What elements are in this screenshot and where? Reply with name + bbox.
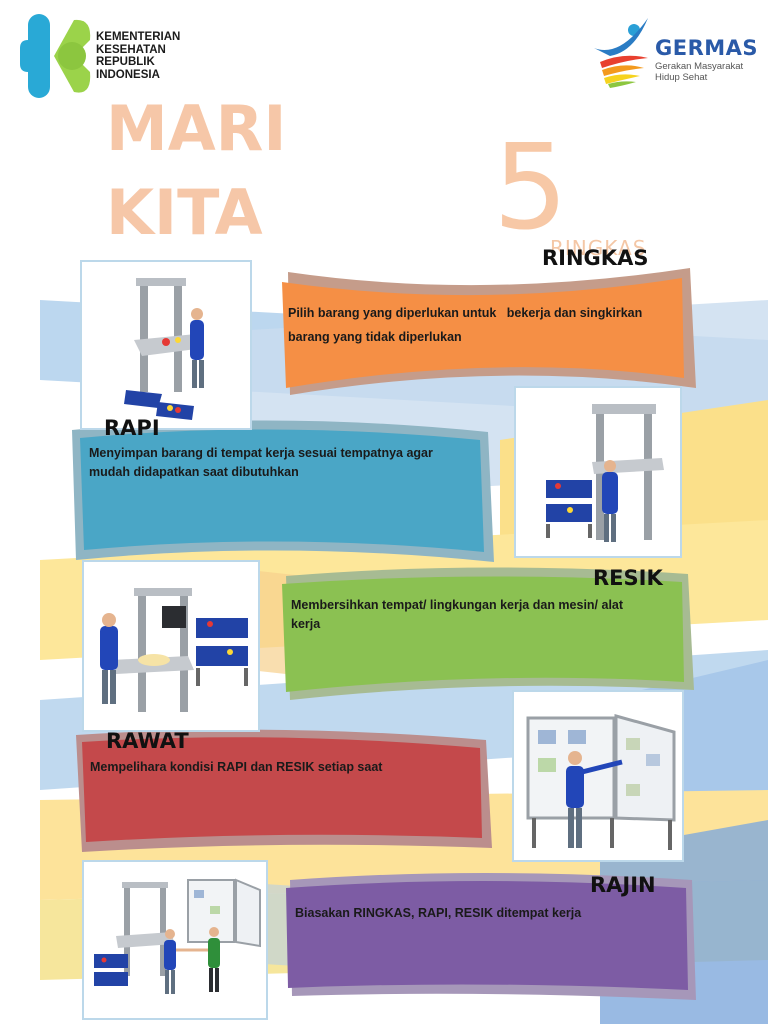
germas-logo-icon bbox=[594, 18, 648, 88]
headline-mari: MARI bbox=[106, 92, 287, 165]
germas-subtitle-line: Gerakan Masyarakat bbox=[655, 61, 744, 72]
illustration-rawat bbox=[512, 690, 684, 862]
illustration-resik bbox=[82, 560, 260, 732]
step-description-resik: Membersihkan tempat/ lingkungan kerja da… bbox=[291, 596, 681, 634]
germas-title: GERMAS bbox=[655, 36, 759, 60]
step-description-line: Menyimpan barang di tempat kerja sesuai … bbox=[89, 446, 433, 460]
illustration-ringkas bbox=[80, 260, 252, 430]
step-description-line: Pilih barang yang diperlukan untuk beker… bbox=[288, 306, 643, 320]
step-description-line: mudah didapatkan saat dibutuhkan bbox=[89, 465, 299, 479]
ministry-line: KESEHATAN bbox=[96, 43, 166, 56]
step-title-resik: RESIK bbox=[593, 566, 663, 590]
ministry-line: REPUBLIK bbox=[96, 56, 155, 68]
step-description-rapi: Menyimpan barang di tempat kerja sesuai … bbox=[89, 444, 481, 482]
headline-ghost-text: RINGKAS bbox=[550, 236, 647, 260]
kemenkes-logo bbox=[20, 14, 91, 98]
step-description-rawat: Mempelihara kondisi RAPI dan RESIK setia… bbox=[90, 758, 482, 777]
illustration-rajin bbox=[82, 860, 268, 1020]
step-title-ringkas: RINGKAS bbox=[542, 246, 649, 270]
headline-number: 5 bbox=[493, 118, 569, 256]
ministry-name: KEMENTERIAN KESEHATAN REPUBLIK INDONESIA bbox=[96, 31, 180, 81]
step-description-line: barang yang tidak diperlukan bbox=[288, 330, 462, 344]
headline-kita: KITA bbox=[106, 176, 263, 249]
illustration-rapi bbox=[514, 386, 682, 558]
step-description-ringkas: Pilih barang yang diperlukan untuk beker… bbox=[288, 301, 678, 349]
step-description-line: Biasakan RINGKAS, RAPI, RESIK ditempat k… bbox=[295, 906, 582, 920]
step-description-rajin: Biasakan RINGKAS, RAPI, RESIK ditempat k… bbox=[295, 904, 685, 923]
step-description-line: kerja bbox=[291, 617, 321, 631]
step-title-rawat: RAWAT bbox=[106, 729, 189, 753]
step-title-rapi: RAPI bbox=[104, 416, 160, 440]
germas-subtitle: Gerakan Masyarakat Hidup Sehat bbox=[655, 61, 744, 83]
germas-subtitle-line: Hidup Sehat bbox=[655, 71, 708, 83]
ministry-line: INDONESIA bbox=[96, 68, 160, 81]
step-description-line: Membersihkan tempat/ lingkungan kerja da… bbox=[291, 598, 624, 612]
step-title-rajin: RAJIN bbox=[590, 873, 656, 897]
step-description-line: Mempelihara kondisi RAPI dan RESIK setia… bbox=[90, 760, 383, 774]
ministry-line: KEMENTERIAN bbox=[96, 31, 181, 43]
